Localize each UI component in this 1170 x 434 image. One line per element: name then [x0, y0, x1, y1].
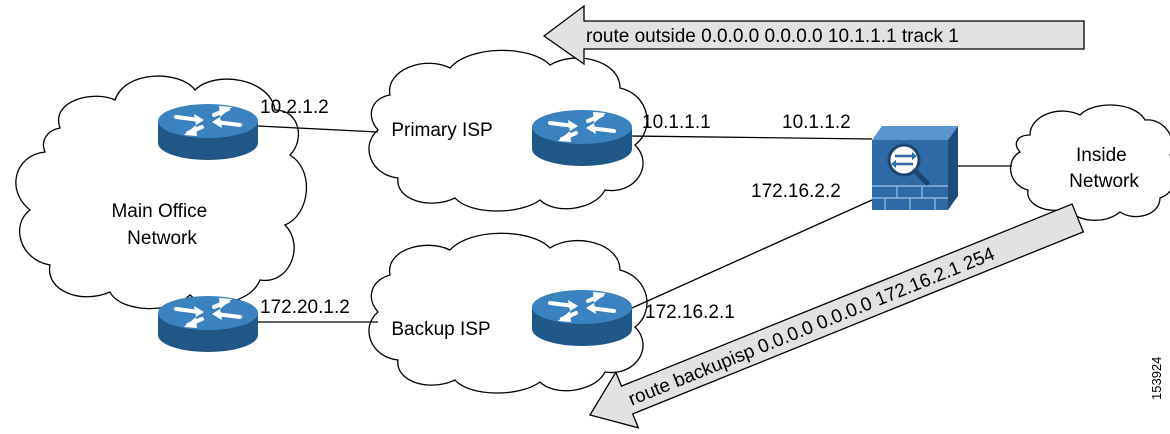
backup-route-command: route backupisp 0.0.0.0 0.0.0.0 172.16.2… — [626, 244, 999, 411]
addr-backup-isp: 172.16.2.1 — [645, 302, 735, 323]
backup-isp-router-icon — [530, 288, 634, 348]
primary-isp-cloud: Primary ISP — [368, 49, 648, 212]
inside-network-cloud: Inside Network — [1010, 104, 1170, 221]
addr-main-backup: 172.20.1.2 — [260, 297, 350, 318]
addr-asa-backup: 172.16.2.2 — [751, 181, 841, 202]
addr-primary-isp: 10.1.1.1 — [642, 112, 711, 133]
main-primary-router-icon — [156, 102, 260, 162]
main-office-line2: Network — [127, 228, 197, 249]
link-backup-asa — [631, 199, 873, 309]
firewall-icon — [872, 126, 958, 210]
primary-route-arrow: route outside 0.0.0.0 0.0.0.0 10.1.1.1 t… — [542, 4, 1085, 66]
figure-id: 153924 — [1149, 357, 1164, 400]
main-office-label: Main Office Network — [111, 201, 212, 249]
primary-isp-label: Primary ISP — [391, 120, 492, 141]
main-backup-router-icon — [156, 294, 260, 354]
link-main-primary — [257, 125, 379, 133]
addr-asa-outside: 10.1.1.2 — [782, 112, 851, 133]
inside-network-label: Inside Network — [1069, 145, 1139, 192]
addr-main-primary: 10.2.1.2 — [260, 97, 329, 118]
backup-isp-cloud: Backup ISP — [368, 232, 648, 394]
backup-isp-label: Backup ISP — [391, 319, 490, 340]
link-primary-asa — [631, 135, 873, 140]
inside-line1: Inside — [1076, 145, 1127, 166]
main-office-line1: Main Office — [111, 201, 207, 222]
primary-isp-router-icon — [530, 108, 634, 168]
inside-line2: Network — [1069, 171, 1139, 192]
primary-route-command: route outside 0.0.0.0 0.0.0.0 10.1.1.1 t… — [586, 26, 959, 47]
